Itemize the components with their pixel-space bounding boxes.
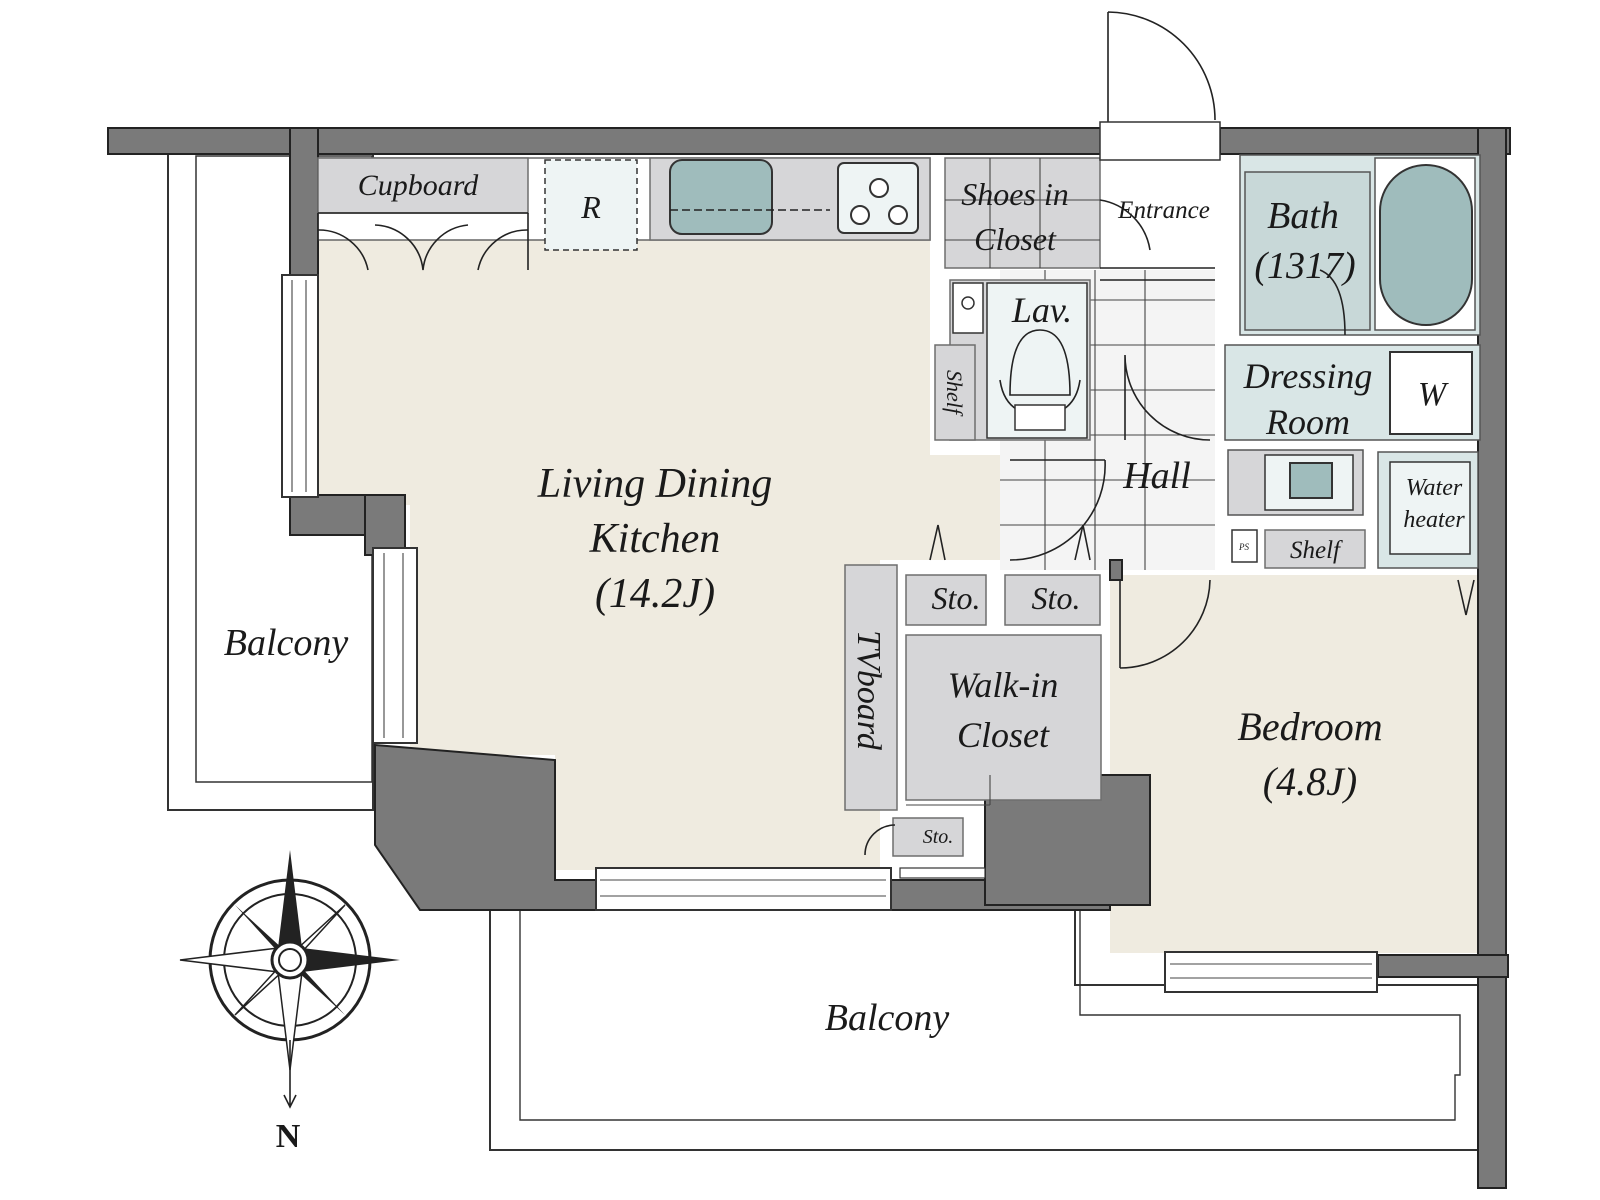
lavatory — [934, 279, 1091, 441]
bedroom-label: Bedroom — [1237, 704, 1382, 749]
windows — [281, 274, 1378, 993]
balcony-south-label: Balcony — [825, 997, 950, 1039]
bath-size: (1317) — [1254, 245, 1355, 287]
ldk-label-line1: Living Dining — [537, 461, 773, 507]
walkin-closet-label-line2: Closet — [957, 715, 1050, 755]
dressing-label-line2: Room — [1265, 402, 1350, 442]
bath — [1239, 154, 1481, 336]
storage-area — [844, 564, 1102, 879]
bedroom-floor — [1110, 575, 1478, 953]
ldk-label-line2: Kitchen — [589, 516, 721, 562]
ldk-floor — [318, 240, 1000, 870]
entrance-label: Entrance — [1117, 197, 1210, 224]
storage-label-1: Sto. — [932, 580, 981, 616]
storage-label-3: Sto. — [923, 826, 954, 848]
shoes-closet-label-line1: Shoes in — [961, 176, 1069, 212]
washer-label: W — [1418, 376, 1449, 413]
fridge-label: R — [580, 189, 601, 225]
walkin-closet-label-line1: Walk-in — [948, 665, 1059, 705]
ps-label: PS — [1238, 542, 1249, 552]
compass-rose — [179, 850, 400, 1109]
kitchen — [317, 157, 931, 271]
shoes-closet-label-line2: Closet — [974, 221, 1057, 257]
north-label: N — [276, 1118, 301, 1155]
water-heater-label-line1: Water — [1406, 475, 1463, 501]
shelf-lav-label: Shelf — [942, 370, 967, 417]
hall-label: Hall — [1122, 455, 1191, 497]
balcony-west-label: Balcony — [224, 622, 349, 664]
walls — [107, 127, 1511, 1189]
cupboard-label: Cupboard — [358, 169, 480, 202]
dressing-label-line1: Dressing — [1243, 356, 1373, 396]
bath-label: Bath — [1267, 195, 1339, 237]
water-heater-label-line2: heater — [1403, 507, 1465, 533]
bedroom-size: (4.8J) — [1263, 759, 1357, 804]
doors — [864, 11, 1475, 856]
lav-label: Lav. — [1011, 290, 1072, 330]
shoes-closet — [944, 157, 1101, 269]
tvboard-label: TVboard — [850, 630, 887, 751]
storage-label-2: Sto. — [1032, 580, 1081, 616]
dressing-area — [1224, 344, 1481, 569]
shelf-dressing-label: Shelf — [1290, 537, 1343, 564]
ldk-size: (14.2J) — [595, 571, 715, 617]
